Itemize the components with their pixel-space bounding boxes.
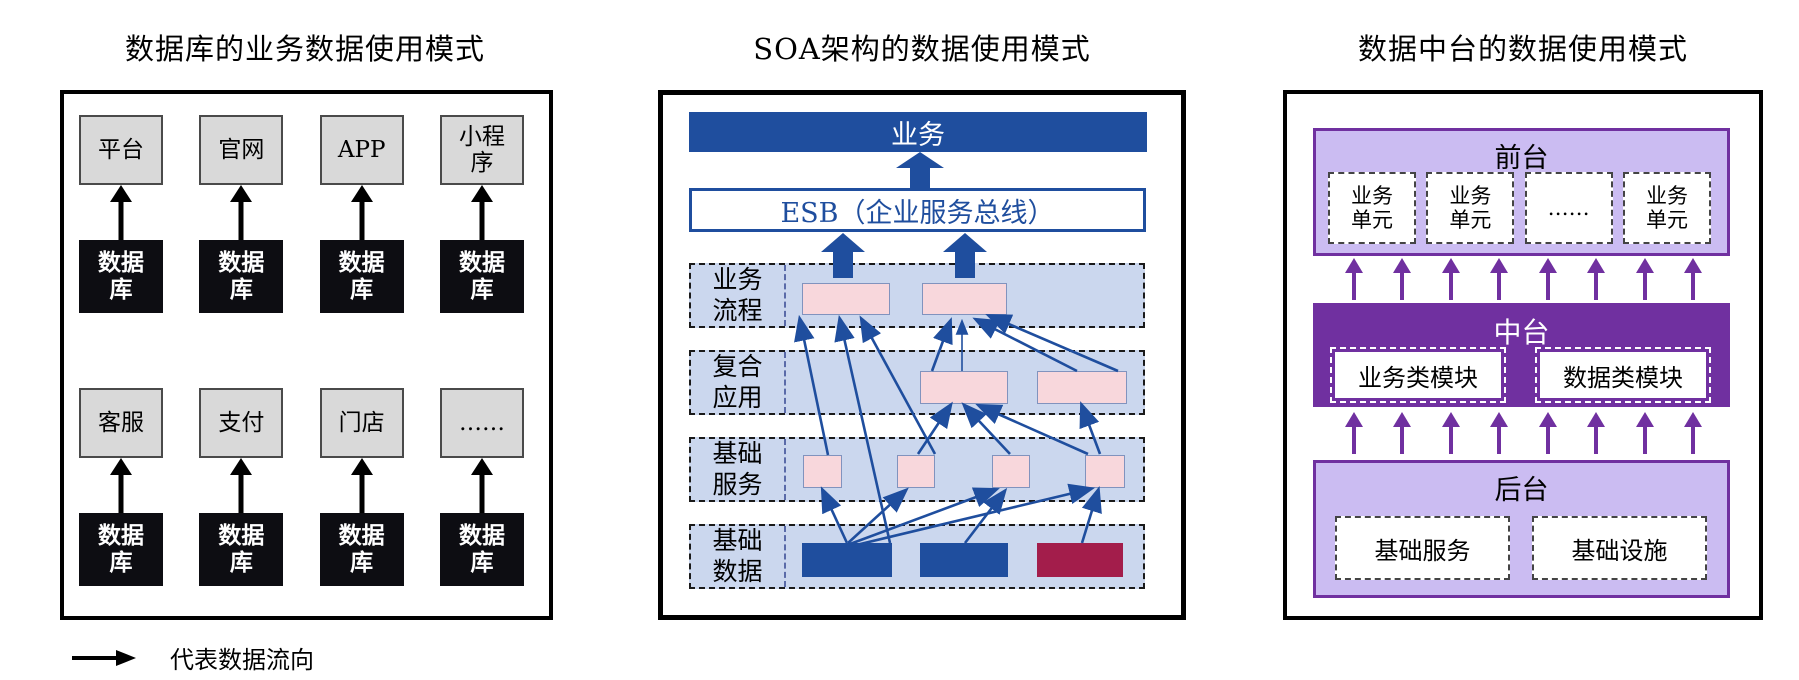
up-arrow-icon [1393,412,1411,454]
layer-label: 基础 数据 [712,526,763,586]
up-arrow-icon [351,185,373,240]
business-unit-box: 业务 单元 [1622,172,1711,244]
up-arrow-icon [1345,412,1363,454]
up-arrow-icon [1442,258,1460,300]
midplatform-panel-title: 数据中台的数据使用模式 [1357,32,1689,66]
up-arrow-icon [351,458,373,513]
up-arrow-icon [110,458,132,513]
db-column: 平台数据 库 [79,115,163,313]
process-box [922,283,1007,315]
legend-label: 代表数据流向 [170,646,314,674]
db-column: 客服数据 库 [79,388,163,586]
front-middle-arrows [1345,258,1702,300]
database-box: 数据 库 [439,240,524,313]
app-box: 客服 [79,388,163,458]
up-arrow-icon [1636,412,1654,454]
business-unit-box: 业务 单元 [1426,172,1515,244]
up-arrow-icon [1393,258,1411,300]
up-arrow-icon [1490,258,1508,300]
process-box [802,283,890,315]
app-box: 门店 [319,388,404,458]
database-box: 数据 库 [199,240,284,313]
label-divider [784,265,786,326]
composite-app-box [1037,371,1127,404]
business-bar: 业务 [689,112,1147,152]
middle-stage-label: 中台 [1493,316,1550,349]
infrastructure-box: 基础设施 [1532,516,1707,580]
app-box: …… [439,388,524,458]
up-arrow-icon [230,458,252,513]
business-unit-box: 业务 单元 [1328,172,1416,244]
up-arrow-icon [1490,412,1508,454]
service-box [803,455,842,488]
up-arrow-icon [1539,412,1557,454]
service-box [897,455,935,488]
middle-modules-row: 业务类模块 数据类模块 [1330,347,1711,403]
up-arrow-icon [1587,258,1605,300]
back-stage-label: 后台 [1494,475,1549,506]
db-column: APP 数据 库 [319,115,404,313]
layer-label: 基础 服务 [712,439,763,499]
up-arrow-icon [1684,412,1702,454]
data-source-box-red [1037,543,1123,577]
app-box: 官网 [199,115,284,185]
database-bottom-group: 客服数据 库支付数据 库门店数据 库……数据 库 [79,388,524,586]
db-column: 支付数据 库 [199,388,284,586]
label-divider [784,352,786,413]
database-box: 数据 库 [439,513,524,586]
layer-label: 复合 应用 [712,352,763,412]
up-arrow-icon [1684,258,1702,300]
esb-box: ESB（企业服务总线） [689,188,1146,232]
data-source-box [920,543,1008,577]
db-column: …… 数据 库 [439,388,524,586]
database-panel-title: 数据库的业务数据使用模式 [124,32,486,66]
data-flow-arrow-icon [72,649,136,666]
data-source-box [802,543,892,577]
database-box: 数据 库 [79,513,163,586]
up-arrow-icon [110,185,132,240]
up-arrow-icon [1587,412,1605,454]
up-arrow-icon [1345,258,1363,300]
legend: 代表数据流向 [72,640,314,675]
up-arrow-icon [471,458,493,513]
back-middle-arrows [1345,412,1702,454]
basic-service-box: 基础服务 [1335,516,1510,580]
up-arrow-icon [471,185,493,240]
label-divider [784,439,786,500]
up-arrow-icon [1539,258,1557,300]
service-box [992,455,1030,488]
app-box: 平台 [79,115,163,185]
business-unit-box: …… [1524,172,1613,244]
app-box: APP [319,115,404,185]
front-stage-label: 前台 [1494,143,1549,174]
database-box: 数据 库 [319,513,404,586]
layer-business-process: 业务 流程 [689,263,1145,328]
business-module-box: 业务类模块 [1330,347,1506,403]
back-modules-row: 基础服务 基础设施 [1335,516,1707,580]
layer-label: 业务 流程 [712,265,763,325]
app-box: 小程 序 [439,115,524,185]
up-arrow-icon [1636,258,1654,300]
database-box: 数据 库 [79,240,163,313]
db-column: 小程 序数据 库 [439,115,524,313]
service-box [1085,455,1125,488]
up-arrow-icon [1442,412,1460,454]
db-column: 门店数据 库 [319,388,404,586]
app-box: 支付 [199,388,284,458]
front-units-row: 业务 单元业务 单元……业务 单元 [1328,172,1711,244]
database-box: 数据 库 [319,240,404,313]
label-divider [784,526,786,587]
up-arrow-icon [230,185,252,240]
soa-panel-title: SOA架构的数据使用模式 [753,32,1091,66]
db-column: 官网数据 库 [199,115,284,313]
composite-app-box [920,371,1008,404]
database-box: 数据 库 [199,513,284,586]
data-module-box: 数据类模块 [1535,347,1711,403]
